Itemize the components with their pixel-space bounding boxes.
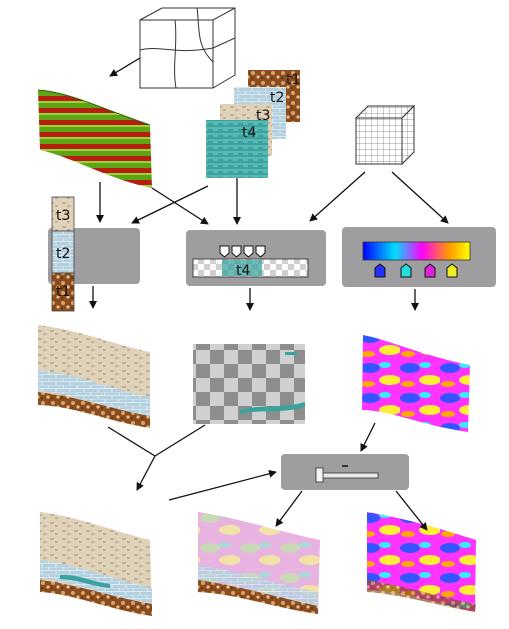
final-textured-model <box>40 512 152 616</box>
column-label-t1: t1 <box>56 284 70 300</box>
column-label-t2: t2 <box>56 246 70 262</box>
texture-label-t2: t2 <box>270 90 284 106</box>
colormap-bar <box>362 241 471 261</box>
texture-label-t3: t3 <box>256 108 270 124</box>
texture-label-t1: t1 <box>286 72 300 88</box>
texture-marker-handles[interactable] <box>219 245 266 258</box>
texture-label-t4: t4 <box>242 125 256 141</box>
layered-surface-model <box>37 89 152 188</box>
colormapped-surface <box>362 335 470 432</box>
blend-slider-track[interactable] <box>315 472 379 479</box>
textured-strata-result <box>38 325 150 428</box>
texture-stack: t1 t2 t3 t4 <box>206 70 300 178</box>
blend-slider-thumb[interactable] <box>315 467 324 483</box>
colormap-panel <box>342 227 496 287</box>
texture-t4-swatch <box>206 120 268 178</box>
paint-bucket-icon[interactable] <box>374 263 458 278</box>
grid-cube-icon <box>354 104 416 166</box>
blend-slider-panel <box>281 454 409 490</box>
fault-block-icon <box>139 7 236 89</box>
texture-mapping-panel: t4 <box>186 230 326 286</box>
stratigraphic-column-panel: t3 t2 t1 <box>48 196 140 312</box>
blended-vivid-model <box>367 512 476 612</box>
checkerboard-icon <box>193 344 305 424</box>
blended-pastel-model <box>198 512 320 614</box>
active-texture-label: t4 <box>236 263 250 279</box>
column-t1 <box>51 272 75 312</box>
flow-arrows <box>89 57 449 531</box>
column-label-t3: t3 <box>56 208 70 224</box>
